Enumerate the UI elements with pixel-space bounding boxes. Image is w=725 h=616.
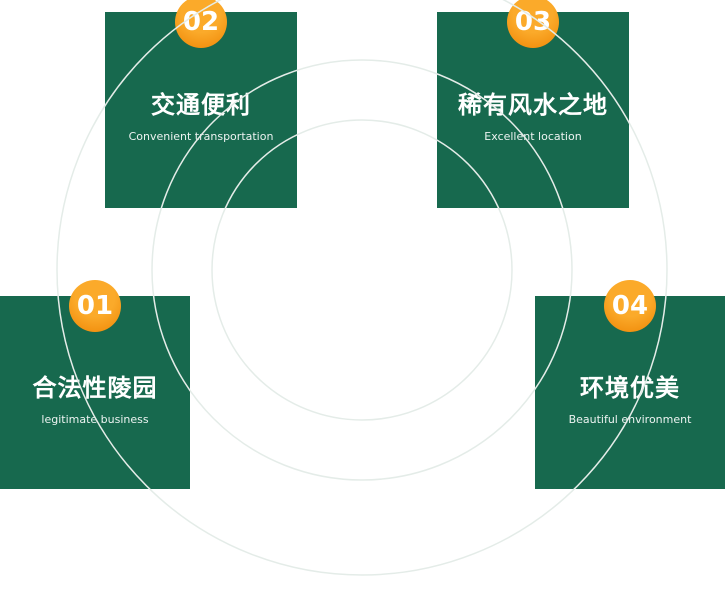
card-title: 交通便利 (151, 91, 251, 119)
card-subtitle: legitimate business (41, 412, 149, 426)
card-subtitle: Convenient transportation (128, 130, 274, 143)
card-title: 环境优美 (580, 373, 680, 402)
badge-number: 03 (514, 7, 552, 37)
feature-card-convenient-transportation: 02 交通便利 Convenient transportation (105, 0, 297, 208)
badge-number: 04 (611, 291, 649, 321)
feature-card-beautiful-environment: 04 环境优美 Beautiful environment (535, 280, 725, 489)
card-title: 稀有风水之地 (458, 91, 608, 119)
feature-card-excellent-location: 03 稀有风水之地 Excellent location (437, 0, 629, 208)
badge-number: 02 (182, 7, 220, 37)
feature-card-legitimate-business: 01 合法性陵园 legitimate business (0, 280, 190, 489)
badge-number: 01 (76, 291, 114, 321)
number-badge-01: 01 (69, 280, 121, 332)
number-badge-04: 04 (604, 280, 656, 332)
card-subtitle: Excellent location (484, 130, 582, 143)
card-title: 合法性陵园 (32, 373, 158, 402)
card-subtitle: Beautiful environment (568, 412, 692, 426)
